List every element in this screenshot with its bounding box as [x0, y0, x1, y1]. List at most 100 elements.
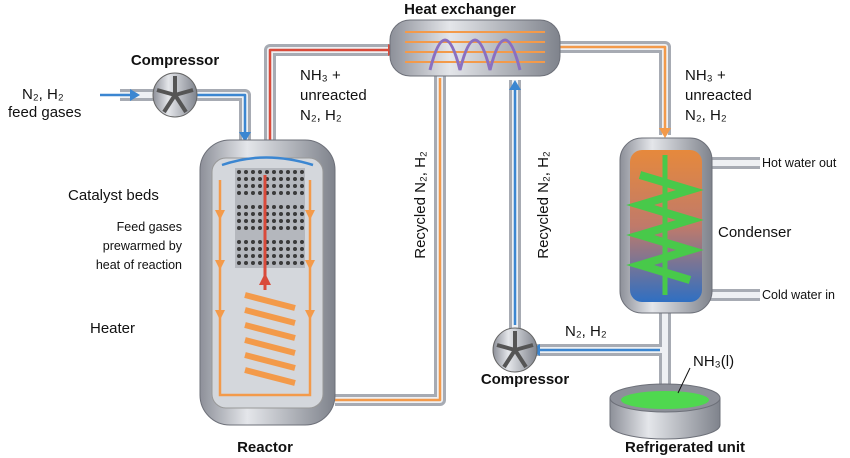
catalyst-pellet: [258, 219, 262, 223]
catalyst-pellet: [272, 219, 276, 223]
catalyst-pellet: [293, 219, 297, 223]
catalyst-pellet: [258, 254, 262, 258]
catalyst-beds-label: Catalyst beds: [68, 187, 159, 204]
outlet-left-line1: NH₃ +: [300, 67, 341, 84]
catalyst-pellet: [286, 205, 290, 209]
catalyst-pellet: [251, 261, 255, 265]
catalyst-pellet: [300, 261, 304, 265]
catalyst-pellet: [279, 177, 283, 181]
catalyst-pellet: [272, 226, 276, 230]
outlet-right-line2: unreacted: [685, 87, 752, 104]
catalyst-pellet: [279, 240, 283, 244]
catalyst-pellet: [300, 184, 304, 188]
catalyst-pellet: [279, 184, 283, 188]
catalyst-pellet: [293, 247, 297, 251]
catalyst-pellet: [286, 226, 290, 230]
catalyst-pellet: [237, 191, 241, 195]
catalyst-pellet: [258, 205, 262, 209]
catalyst-pellet: [272, 212, 276, 216]
catalyst-pellet: [244, 184, 248, 188]
catalyst-pellet: [300, 205, 304, 209]
catalyst-pellet: [286, 177, 290, 181]
catalyst-pellet: [258, 177, 262, 181]
catalyst-pellet: [251, 226, 255, 230]
catalyst-pellet: [244, 254, 248, 258]
catalyst-pellet: [251, 177, 255, 181]
compressor-bottom-label: Compressor: [481, 371, 570, 388]
catalyst-pellet: [244, 212, 248, 216]
catalyst-pellet: [258, 170, 262, 174]
compressor-bottom: [492, 327, 538, 373]
feed-gases-line1: N₂, H₂: [22, 86, 64, 103]
catalyst-pellet: [272, 240, 276, 244]
catalyst-pellet: [244, 205, 248, 209]
catalyst-pellet: [279, 261, 283, 265]
condenser: [619, 137, 713, 314]
catalyst-pellet: [251, 219, 255, 223]
outlet-right-line1: NH₃ +: [685, 67, 726, 84]
catalyst-pellet: [286, 254, 290, 258]
catalyst-pellet: [279, 205, 283, 209]
catalyst-pellet: [244, 177, 248, 181]
compressor-top-label: Compressor: [131, 52, 220, 69]
catalyst-pellet: [237, 240, 241, 244]
catalyst-pellet: [293, 212, 297, 216]
catalyst-pellet: [293, 177, 297, 181]
catalyst-pellet: [286, 240, 290, 244]
catalyst-pellet: [279, 212, 283, 216]
catalyst-pellet: [237, 177, 241, 181]
reactor-label: Reactor: [237, 439, 293, 456]
prewarm-line3: heat of reaction: [96, 258, 182, 272]
catalyst-pellet: [244, 219, 248, 223]
catalyst-pellet: [300, 219, 304, 223]
catalyst-pellet: [258, 240, 262, 244]
catalyst-pellet: [251, 212, 255, 216]
catalyst-pellet: [293, 226, 297, 230]
catalyst-pellet: [244, 226, 248, 230]
outlet-left-line2: unreacted: [300, 87, 367, 104]
outlet-left-line3: N₂, H₂: [300, 107, 342, 124]
catalyst-pellet: [300, 191, 304, 195]
catalyst-pellet: [251, 240, 255, 244]
catalyst-pellet: [286, 170, 290, 174]
catalyst-pellet: [293, 254, 297, 258]
refrigerated-unit-label: Refrigerated unit: [625, 439, 745, 456]
cold-water-in-label: Cold water in: [762, 288, 835, 302]
catalyst-pellet: [272, 170, 276, 174]
heater-coil: [244, 292, 296, 386]
catalyst-pellet: [293, 191, 297, 195]
catalyst-pellet: [251, 247, 255, 251]
catalyst-pellet: [272, 254, 276, 258]
catalyst-pellet: [244, 261, 248, 265]
catalyst-pellet: [286, 247, 290, 251]
catalyst-pellet: [279, 170, 283, 174]
prewarm-line1: Feed gases: [117, 220, 182, 234]
catalyst-pellet: [293, 170, 297, 174]
catalyst-pellet: [244, 247, 248, 251]
catalyst-pellet: [258, 247, 262, 251]
catalyst-pellet: [300, 254, 304, 258]
catalyst-pellet: [286, 212, 290, 216]
recycled-left-label: Recycled N₂, H₂: [412, 151, 429, 259]
catalyst-pellet: [272, 205, 276, 209]
compressor-top: [152, 72, 198, 118]
catalyst-pellet: [237, 212, 241, 216]
catalyst-pellet: [279, 254, 283, 258]
outlet-right-line3: N₂, H₂: [685, 107, 727, 124]
catalyst-pellet: [258, 226, 262, 230]
catalyst-pellet: [237, 226, 241, 230]
catalyst-pellet: [286, 184, 290, 188]
catalyst-pellet: [244, 170, 248, 174]
catalyst-pellet: [258, 212, 262, 216]
catalyst-pellet: [237, 205, 241, 209]
recycled-right-label: Recycled N₂, H₂: [535, 151, 552, 259]
feed-gases-line2: feed gases: [8, 104, 81, 121]
catalyst-pellet: [272, 261, 276, 265]
catalyst-pellet: [251, 254, 255, 258]
heat-exchanger-label: Heat exchanger: [404, 1, 516, 18]
catalyst-pellet: [300, 247, 304, 251]
catalyst-pellet: [300, 226, 304, 230]
catalyst-pellet: [279, 226, 283, 230]
catalyst-pellet: [286, 219, 290, 223]
